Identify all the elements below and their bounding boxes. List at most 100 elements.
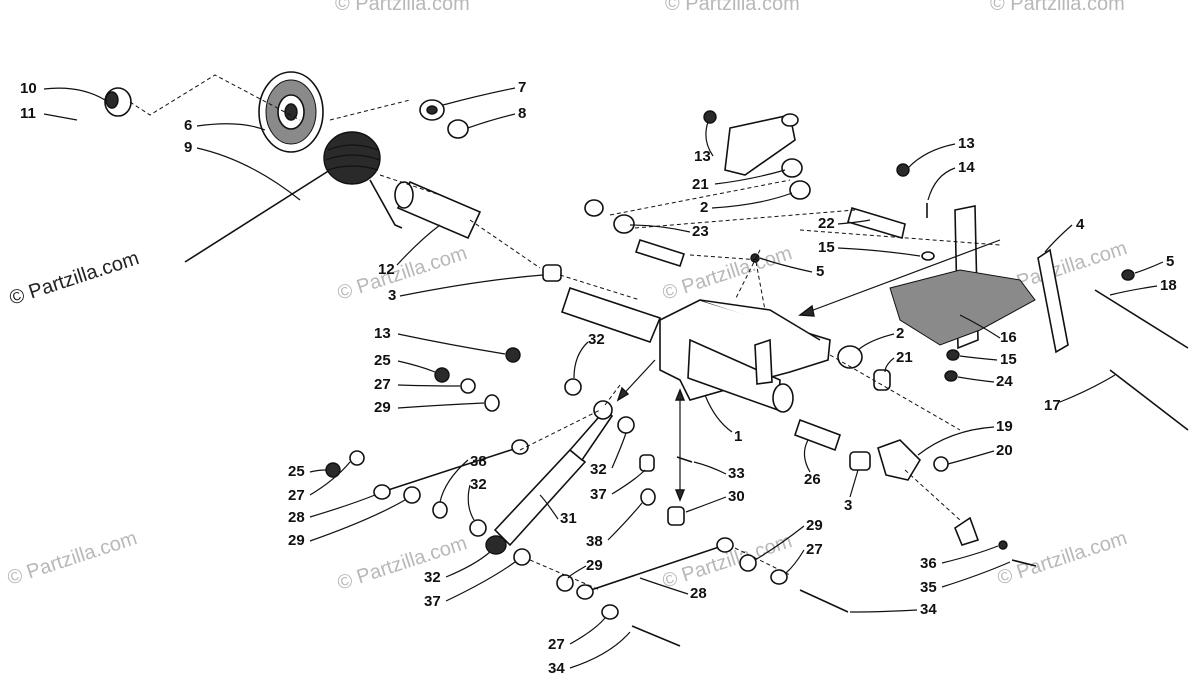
svg-text:17: 17 — [1044, 397, 1061, 414]
callout-10: 10 — [20, 80, 106, 101]
part-13-nut-top — [703, 110, 717, 124]
part-upper-shaft — [560, 286, 662, 343]
callout-13-right: 13 — [907, 135, 975, 169]
part-21-bushing-c — [873, 369, 891, 391]
callout-25-upper: 25 — [374, 352, 436, 373]
part-27-washer-mid — [601, 604, 619, 620]
svg-text:2: 2 — [896, 325, 904, 342]
callout-29-mid: 29 — [567, 557, 603, 579]
part-1-pivot-arm — [659, 299, 831, 413]
svg-text:34: 34 — [920, 601, 937, 618]
svg-text:31: 31 — [560, 510, 577, 527]
svg-text:15: 15 — [818, 239, 835, 256]
assembly-line-upper — [609, 179, 856, 311]
part-27-washer-right — [770, 569, 788, 585]
part-31-shock — [485, 400, 614, 555]
part-30-sleeve — [667, 506, 685, 526]
callout-20: 20 — [947, 442, 1013, 465]
callout-24: 24 — [957, 373, 1013, 390]
svg-text:30: 30 — [728, 488, 745, 505]
part-25-nut-upper — [434, 367, 450, 383]
svg-text:7: 7 — [518, 79, 526, 96]
svg-text:32: 32 — [588, 331, 605, 348]
callout-19: 19 — [917, 418, 1013, 456]
callout-13-top: 13 — [694, 121, 714, 165]
part-29-bushing-upper — [484, 394, 500, 412]
svg-text:27: 27 — [548, 636, 565, 653]
part-34-bolt-upper — [799, 589, 849, 613]
callout-38-right: 38 — [586, 502, 643, 550]
callout-27-lower: 27 — [288, 461, 351, 504]
callout-16: 16 — [959, 314, 1017, 346]
part-38-washer-upper — [640, 488, 656, 506]
part-6-idler-wheel — [258, 71, 324, 153]
svg-text:32: 32 — [424, 569, 441, 586]
part-18-bolt — [1094, 289, 1189, 349]
callout-28-lower: 28 — [639, 577, 707, 602]
part-26-sleeve — [793, 418, 842, 452]
part-13-nut-right — [896, 163, 910, 177]
callout-8: 8 — [467, 105, 526, 129]
svg-text:29: 29 — [806, 517, 823, 534]
svg-text:13: 13 — [958, 135, 975, 152]
svg-text:21: 21 — [896, 349, 913, 366]
svg-text:21: 21 — [692, 176, 709, 193]
callout-2-top: 2 — [700, 192, 793, 216]
svg-text:29: 29 — [374, 399, 391, 416]
watermark-mid-2: © Partzilla.com — [660, 242, 795, 305]
svg-text:9: 9 — [184, 139, 192, 156]
svg-text:11: 11 — [20, 105, 36, 122]
svg-text:27: 27 — [374, 376, 391, 393]
callout-37-upper: 37 — [590, 469, 646, 503]
callout-27-upper: 27 — [374, 376, 461, 393]
svg-text:5: 5 — [1166, 253, 1174, 270]
svg-text:34: 34 — [548, 660, 565, 677]
svg-text:32: 32 — [590, 461, 607, 478]
svg-text:12: 12 — [378, 261, 395, 278]
callout-25-lower: 25 — [288, 463, 327, 480]
callout-32-top: 32 — [573, 331, 605, 379]
callout-36: 36 — [920, 545, 999, 572]
part-29-bushing-lower — [403, 486, 421, 504]
part-15-washer-bottom — [946, 349, 960, 361]
part-27-washer-lower — [349, 450, 365, 466]
part-20-washer — [933, 456, 949, 472]
svg-text:10: 10 — [20, 80, 37, 97]
svg-text:25: 25 — [374, 352, 391, 369]
part-10-bearing — [104, 87, 132, 117]
part-16-slide-plate — [889, 269, 1036, 346]
part-37-spacer-lower — [513, 548, 531, 566]
watermark-main: © Partzilla.com — [7, 247, 142, 310]
svg-text:33: 33 — [728, 465, 745, 482]
part-32-bushing-a — [564, 378, 582, 396]
part-22-sleeve — [847, 206, 906, 240]
part-36-nut — [998, 540, 1008, 550]
assembly-line-main — [129, 74, 961, 521]
part-21-bushing-b — [789, 180, 811, 200]
callout-18: 18 — [1109, 277, 1177, 296]
part-34-bolt-lower — [631, 625, 681, 647]
callout-37-lower: 37 — [424, 561, 516, 610]
part-32-bushing-c — [469, 519, 487, 537]
svg-text:19: 19 — [996, 418, 1013, 435]
part-5-clip-right — [1121, 269, 1135, 281]
part-27-washer-upper — [460, 378, 476, 394]
callout-22: 22 — [818, 215, 871, 232]
watermark-low-2: © Partzilla.com — [335, 532, 470, 595]
part-33-bolt — [676, 456, 693, 463]
part-38-washer-lower — [432, 501, 448, 519]
part-23-sleeve — [634, 238, 686, 268]
callout-38-left: 38 — [439, 453, 487, 503]
assembly-line-lower — [519, 229, 1001, 591]
callout-17: 17 — [1044, 374, 1116, 414]
callout-29-lower: 29 — [288, 499, 406, 549]
callout-35: 35 — [920, 561, 1011, 596]
callout-30: 30 — [685, 488, 745, 513]
part-mount-bracket-top — [724, 113, 799, 176]
watermark-top-left: © Partzilla.com — [335, 0, 470, 15]
svg-text:2: 2 — [700, 199, 708, 216]
part-3-bushing-upper — [542, 264, 562, 282]
callout-34-bottom: 34 — [548, 631, 631, 677]
callout-1: 1 — [704, 394, 742, 445]
watermark-low-1: © Partzilla.com — [5, 527, 140, 590]
